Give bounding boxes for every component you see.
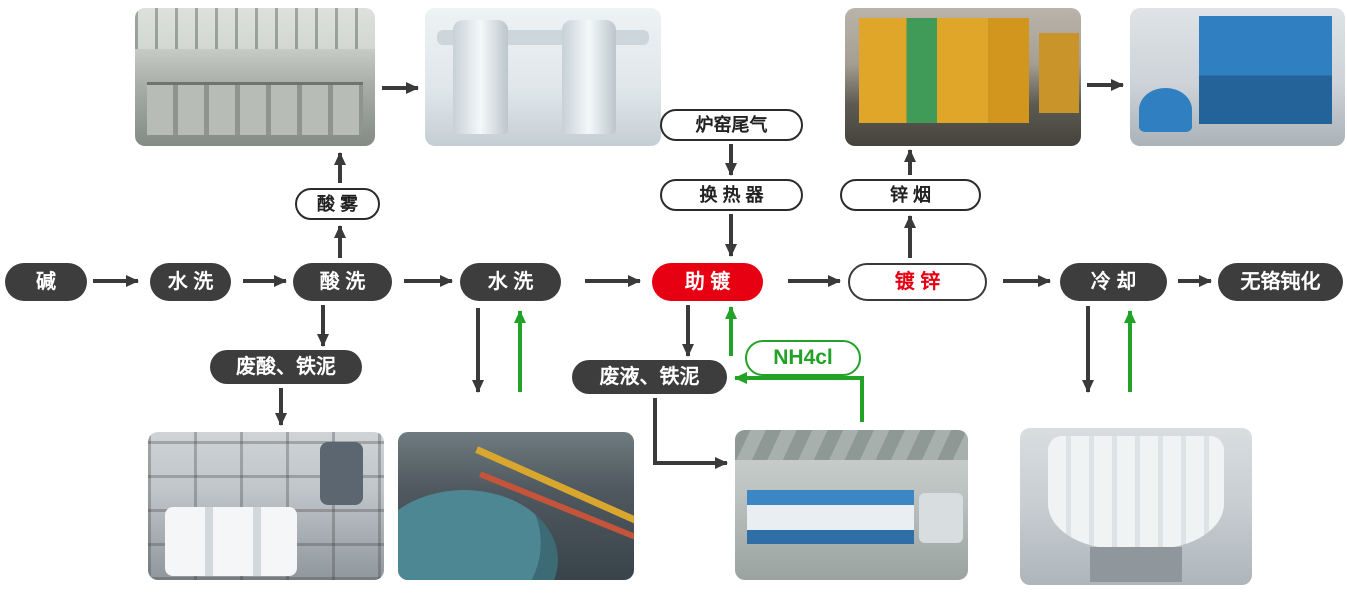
- photo-detail: [1038, 32, 1079, 113]
- photo-detail: [1198, 16, 1333, 124]
- node-galvanize: 镀 锌: [848, 263, 987, 301]
- node-waste-acid-iron-mud: 废酸、铁泥: [210, 350, 362, 384]
- photo-detail: [859, 17, 1030, 123]
- filter-press-photo: [735, 430, 968, 580]
- bag-dust-collector-photo: [1130, 8, 1345, 146]
- photo-detail: [453, 20, 508, 134]
- node-water-wash-2: 水 洗: [460, 263, 561, 301]
- photo-detail: [746, 490, 915, 544]
- wastewater-tank-photo: [398, 432, 634, 580]
- acid-mist-scrubber-towers-photo: [425, 8, 661, 146]
- node-water-wash-1: 水 洗: [150, 263, 231, 301]
- green-arrow-nh4cl-to-wasteliquid: [734, 372, 864, 422]
- arrow-wasteliquid-to-photo7: [653, 398, 728, 469]
- node-alkali: 碱: [5, 263, 87, 301]
- photo-detail: [735, 430, 968, 460]
- node-waste-liquid-iron-mud: 废液、铁泥: [572, 360, 727, 394]
- node-acid-mist: 酸 雾: [295, 188, 380, 220]
- cooling-tower-photo: [1020, 428, 1252, 585]
- node-acid-wash: 酸 洗: [293, 263, 392, 301]
- photo-detail: [919, 493, 964, 543]
- node-heat-exchanger: 换 热 器: [660, 179, 803, 211]
- photo-detail: [1138, 88, 1193, 133]
- photo-detail: [561, 20, 617, 134]
- node-cooling: 冷 却: [1060, 263, 1167, 301]
- photo-detail: [1047, 435, 1225, 549]
- photo-detail: [320, 442, 363, 505]
- node-zinc-smoke: 锌 烟: [840, 179, 981, 211]
- waste-acid-treatment-plant-photo: [148, 432, 384, 580]
- node-furnace-tail-gas: 炉窑尾气: [660, 109, 803, 141]
- node-flux: 助 镀: [652, 263, 763, 301]
- photo-detail: [135, 8, 375, 50]
- node-nh4cl: NH4cl: [745, 340, 861, 376]
- pretreatment-workshop-photo: [135, 8, 375, 146]
- photo-detail: [398, 489, 559, 580]
- photo-detail: [147, 82, 363, 135]
- galvanizing-line-photo: [845, 8, 1081, 146]
- photo-detail: [164, 507, 297, 576]
- photo-detail: [1089, 547, 1183, 582]
- node-passivation: 无铬钝化: [1218, 263, 1343, 301]
